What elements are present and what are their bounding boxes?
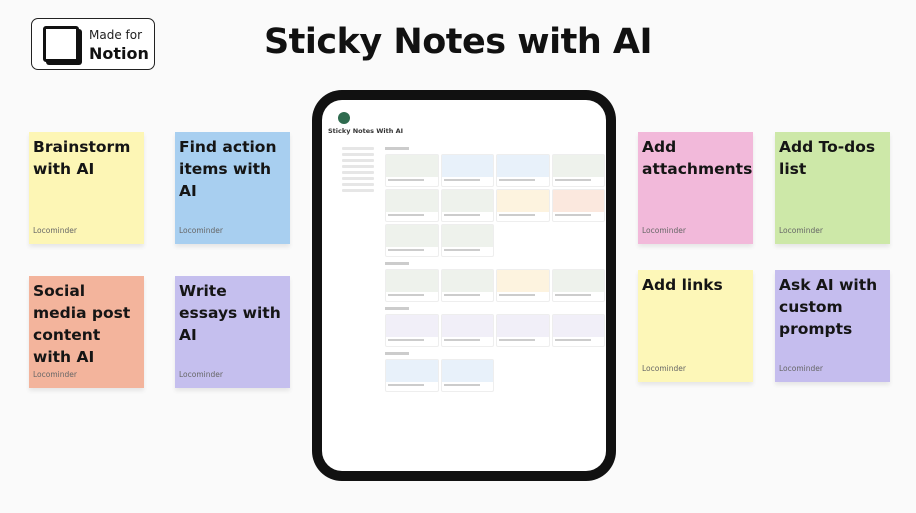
note-card[interactable] (496, 314, 550, 347)
card-grid (385, 154, 605, 257)
note-card[interactable] (496, 154, 550, 187)
note-footer: Locominder (642, 226, 686, 235)
note-card[interactable] (496, 269, 550, 302)
sticky-note: Brainstorm with AI Locominder (29, 132, 144, 244)
card-grid (385, 314, 605, 347)
sticky-note: Social media post content with AI Locomin… (29, 276, 144, 388)
page-title: Sticky Notes with AI (263, 22, 653, 62)
note-card[interactable] (385, 269, 439, 302)
sticky-note: Find action items with AI Locominder (175, 132, 290, 244)
note-text: Brainstorm with AI (33, 138, 131, 178)
note-card[interactable] (440, 154, 494, 187)
note-card[interactable] (551, 154, 605, 187)
note-card[interactable] (440, 224, 494, 257)
group-header[interactable] (385, 307, 409, 310)
note-card[interactable] (385, 359, 439, 392)
note-card[interactable] (551, 189, 605, 222)
note-card[interactable] (440, 269, 494, 302)
note-text: Add links (642, 276, 723, 294)
note-card[interactable] (440, 314, 494, 347)
tablet-mockup: Sticky Notes With AI (312, 90, 616, 481)
note-text: Find action items with AI (179, 138, 277, 200)
note-text: Add To-dos list (779, 138, 876, 178)
note-card[interactable] (440, 359, 494, 392)
card-grid (385, 359, 605, 392)
made-for-notion-badge: Made for Notion (31, 18, 155, 70)
group-header[interactable] (385, 352, 409, 355)
note-footer: Locominder (779, 364, 823, 373)
note-footer: Locominder (33, 370, 77, 379)
badge-line1: Made for (89, 28, 143, 42)
note-footer: Locominder (33, 226, 77, 235)
card-grid (385, 269, 605, 302)
note-card[interactable] (385, 224, 439, 257)
notion-page-preview: Sticky Notes With AI (322, 100, 606, 471)
group-header[interactable] (385, 262, 409, 265)
note-footer: Locominder (642, 364, 686, 373)
note-text: Social media post content with AI (33, 282, 131, 366)
page-logo-icon (338, 112, 350, 124)
note-text: Ask AI with custom prompts (779, 276, 878, 338)
notion-page-title: Sticky Notes With AI (328, 127, 404, 135)
sidebar-navigation (336, 144, 374, 195)
board-view (385, 142, 605, 392)
note-card[interactable] (385, 189, 439, 222)
note-text: Write essays with AI (179, 282, 281, 344)
note-card[interactable] (496, 189, 550, 222)
note-card[interactable] (385, 314, 439, 347)
sticky-note: Write essays with AI Locominder (175, 276, 290, 388)
note-card[interactable] (551, 269, 605, 302)
group-header[interactable] (385, 147, 409, 150)
note-card[interactable] (440, 189, 494, 222)
badge-line2: Notion (89, 44, 149, 63)
note-text: Add attachments (642, 138, 753, 178)
note-footer: Locominder (179, 370, 223, 379)
notion-logo-icon (43, 26, 79, 62)
note-card[interactable] (551, 314, 605, 347)
note-footer: Locominder (779, 226, 823, 235)
note-card[interactable] (385, 154, 439, 187)
note-footer: Locominder (179, 226, 223, 235)
